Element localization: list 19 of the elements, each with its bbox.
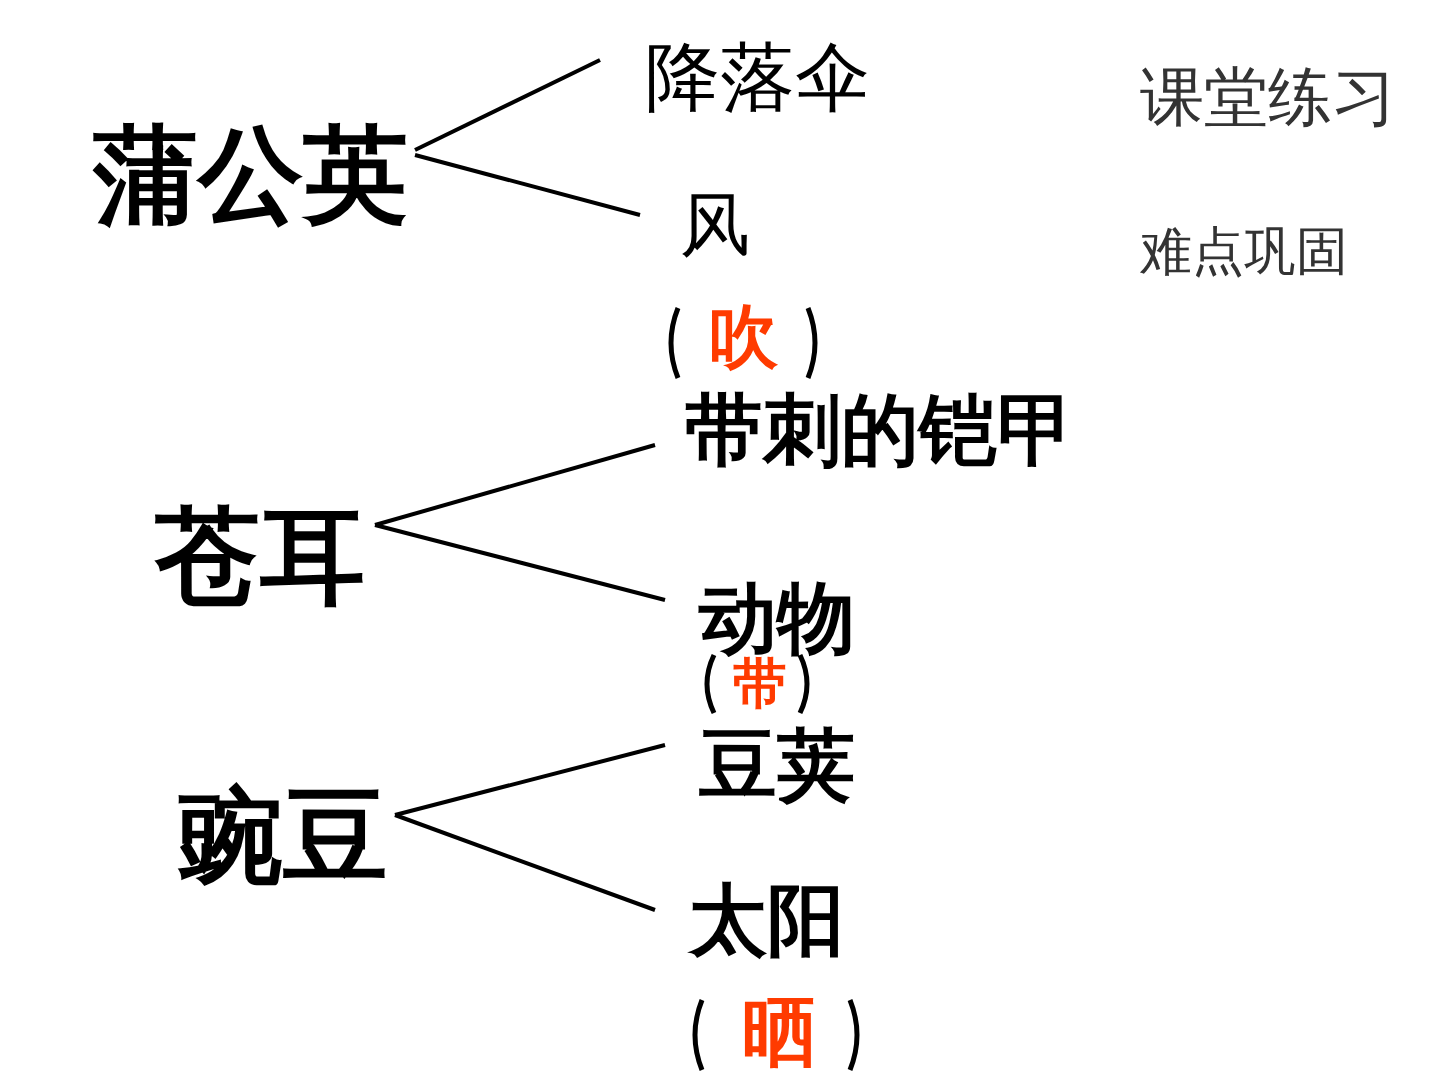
connector-line (414, 58, 601, 152)
answer-word: 带刺的铠甲 (685, 391, 1075, 469)
filled-answer: 带 (733, 657, 787, 711)
filled-answer: 吹 (708, 302, 778, 372)
connector-line (394, 743, 666, 817)
answer-word: 豆荚 (699, 725, 855, 804)
connector-line (394, 813, 656, 912)
connector-line (374, 523, 666, 602)
connector-line (374, 443, 656, 527)
answer-word: 风 (680, 190, 750, 260)
answer-word: 太阳 (689, 881, 845, 959)
main-word: 蒲公英 (92, 122, 408, 228)
answer-word: 降落伞 (645, 40, 870, 115)
connector-line (414, 153, 641, 217)
answer-word: 动物 (699, 578, 855, 657)
heading-text: 课堂练习 (1140, 65, 1396, 129)
filled-answer: 晒 (742, 995, 817, 1070)
heading-text: 难点巩固 (1140, 225, 1348, 277)
main-word: 苍耳 (155, 505, 365, 610)
